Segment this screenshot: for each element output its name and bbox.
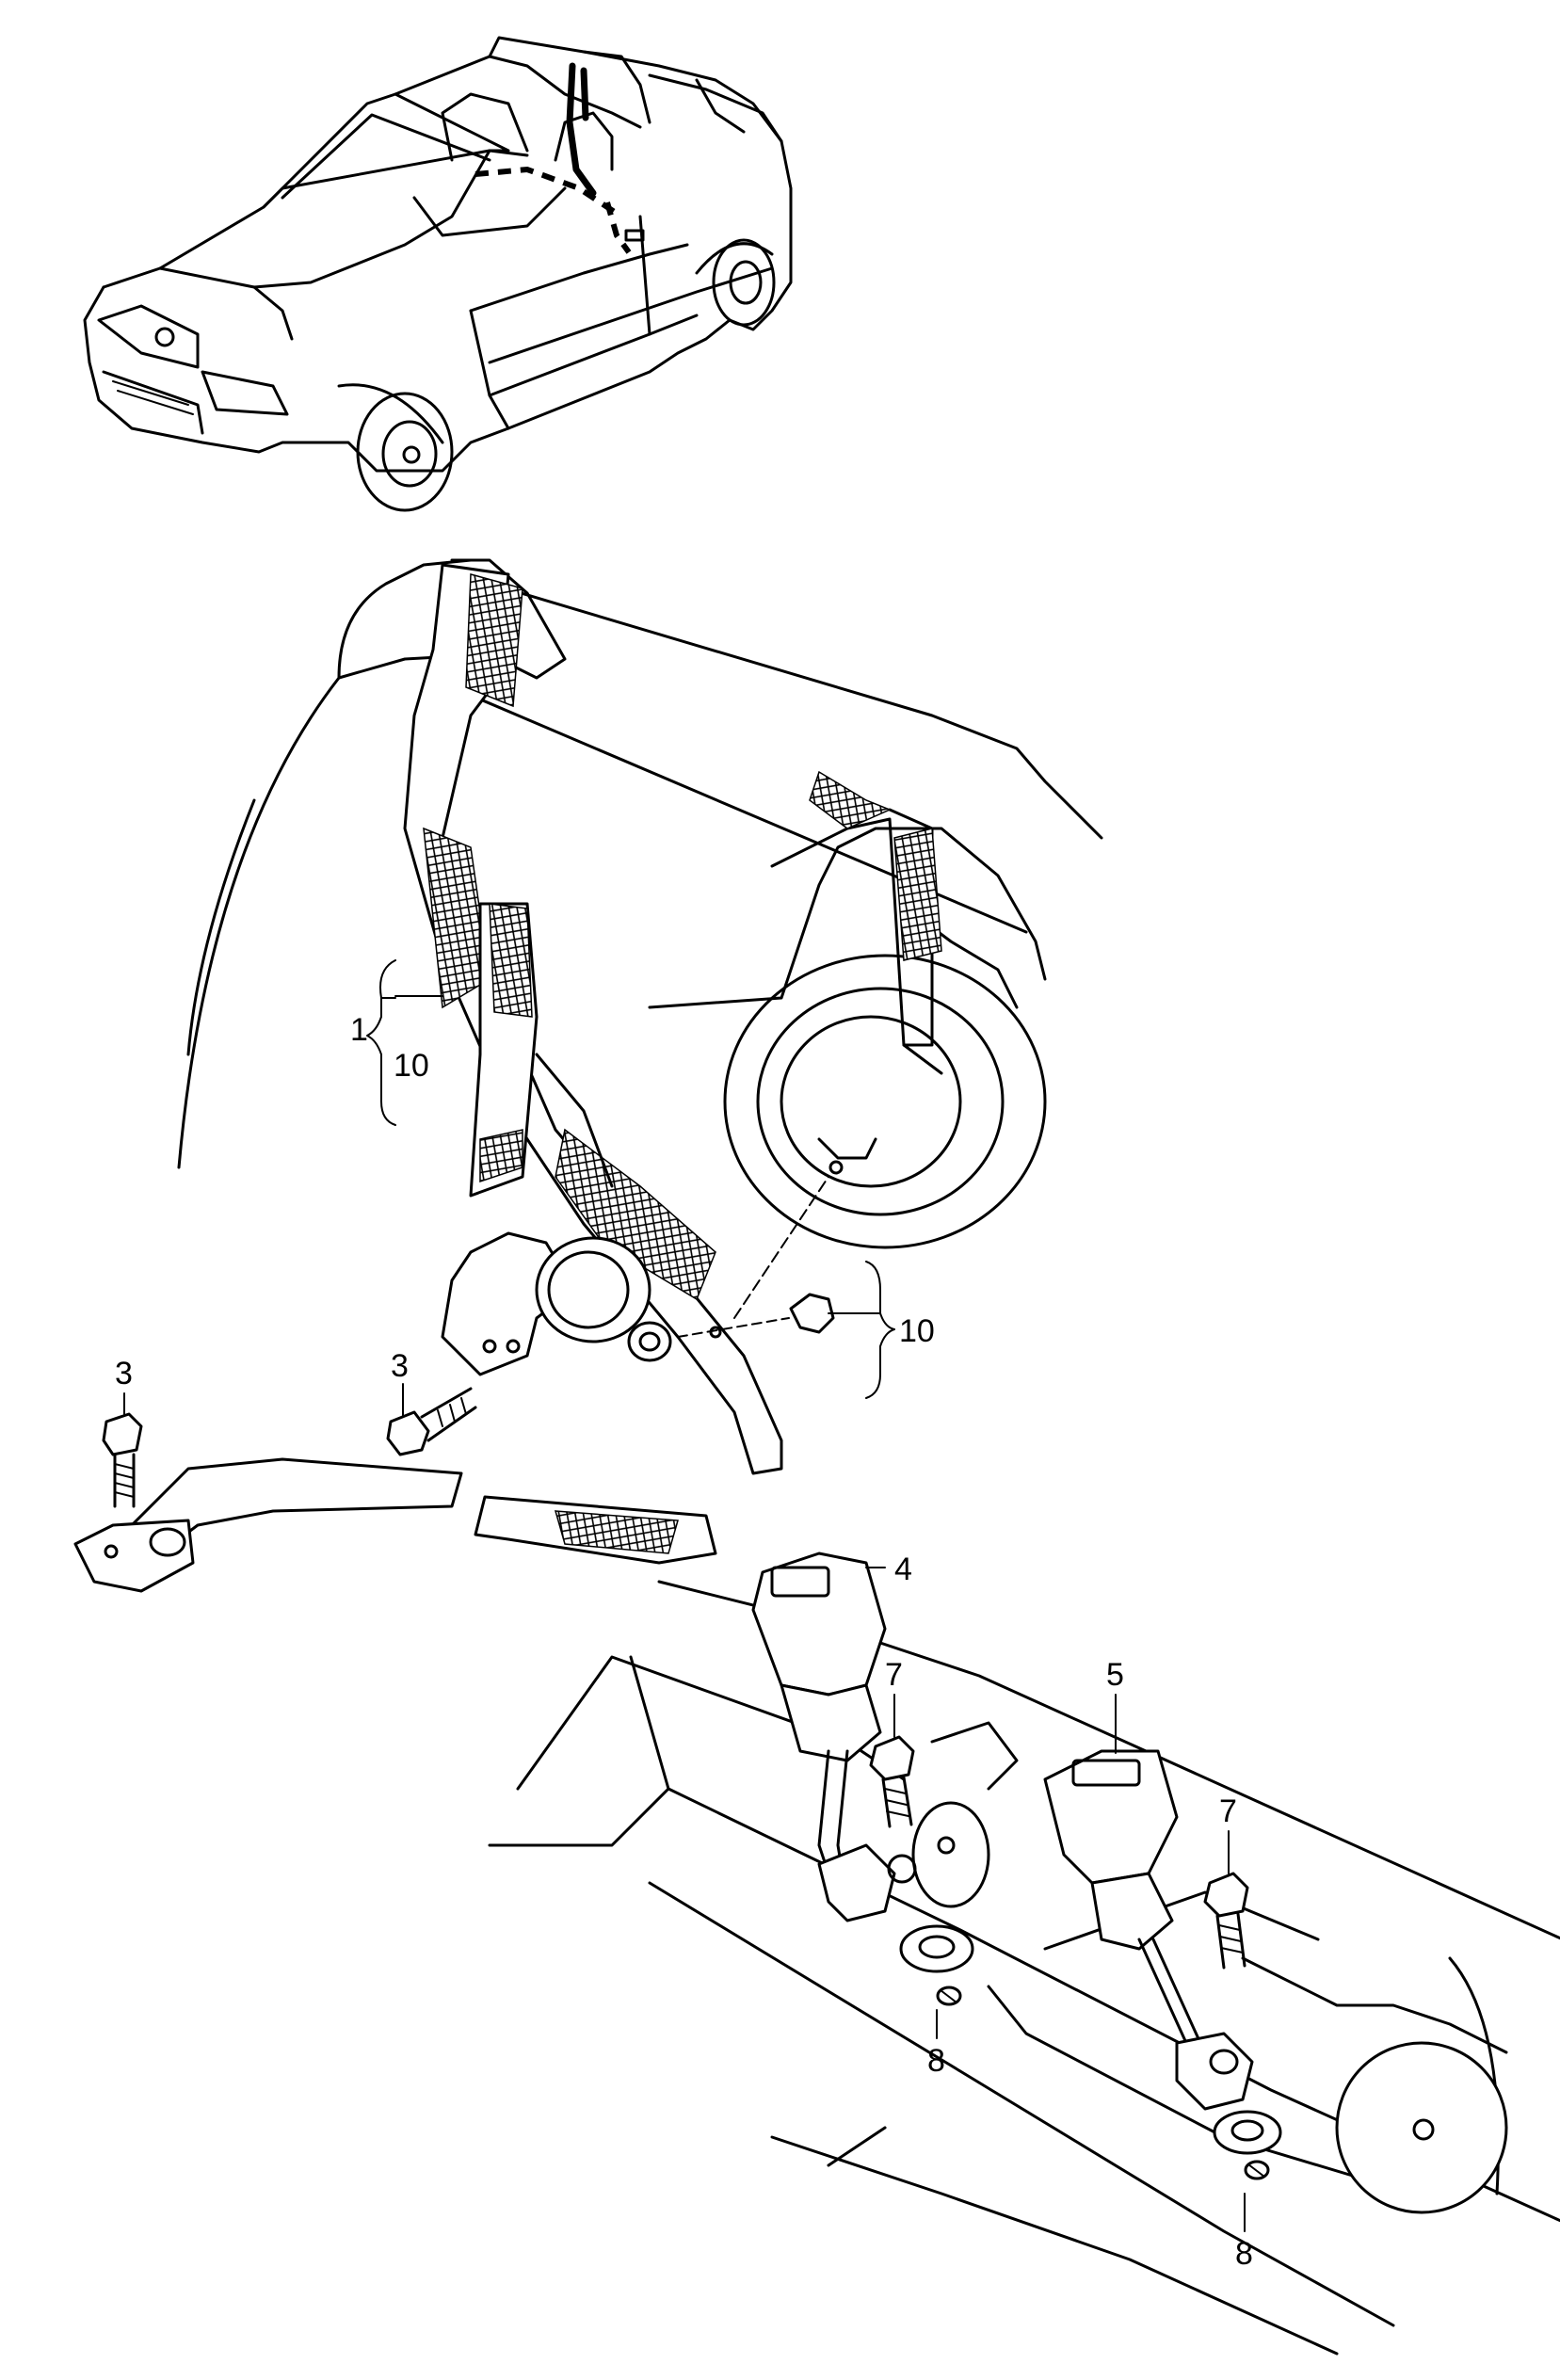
callout-7-right: 7 bbox=[1219, 1793, 1237, 1829]
seat-belt-webbing bbox=[73, 558, 783, 1593]
callout-3-center: 3 bbox=[391, 1348, 409, 1384]
interior-side-panel bbox=[177, 558, 1103, 1319]
callout-7-left: 7 bbox=[885, 1657, 903, 1693]
convertible-car-overview bbox=[83, 36, 793, 512]
callout-10-right: 10 bbox=[899, 1313, 935, 1349]
callout-8-left: 8 bbox=[927, 2043, 945, 2079]
callout-3-left: 3 bbox=[115, 1356, 133, 1391]
fasteners bbox=[102, 1293, 1282, 2180]
floor-seat-base bbox=[488, 1580, 1560, 2356]
callout-leaders bbox=[123, 959, 1246, 2232]
callout-5: 5 bbox=[1106, 1657, 1124, 1693]
belt-buckle-5 bbox=[1043, 1749, 1254, 2111]
callout-8-right: 8 bbox=[1235, 2236, 1253, 2272]
callout-4: 4 bbox=[894, 1552, 912, 1587]
belt-buckle-4 bbox=[751, 1552, 917, 1922]
callout-10-upper: 10 bbox=[394, 1048, 429, 1084]
callout-labels: 1 10 10 3 3 4 5 7 7 8 8 bbox=[115, 1012, 1253, 2272]
callout-1: 1 bbox=[350, 1012, 368, 1048]
